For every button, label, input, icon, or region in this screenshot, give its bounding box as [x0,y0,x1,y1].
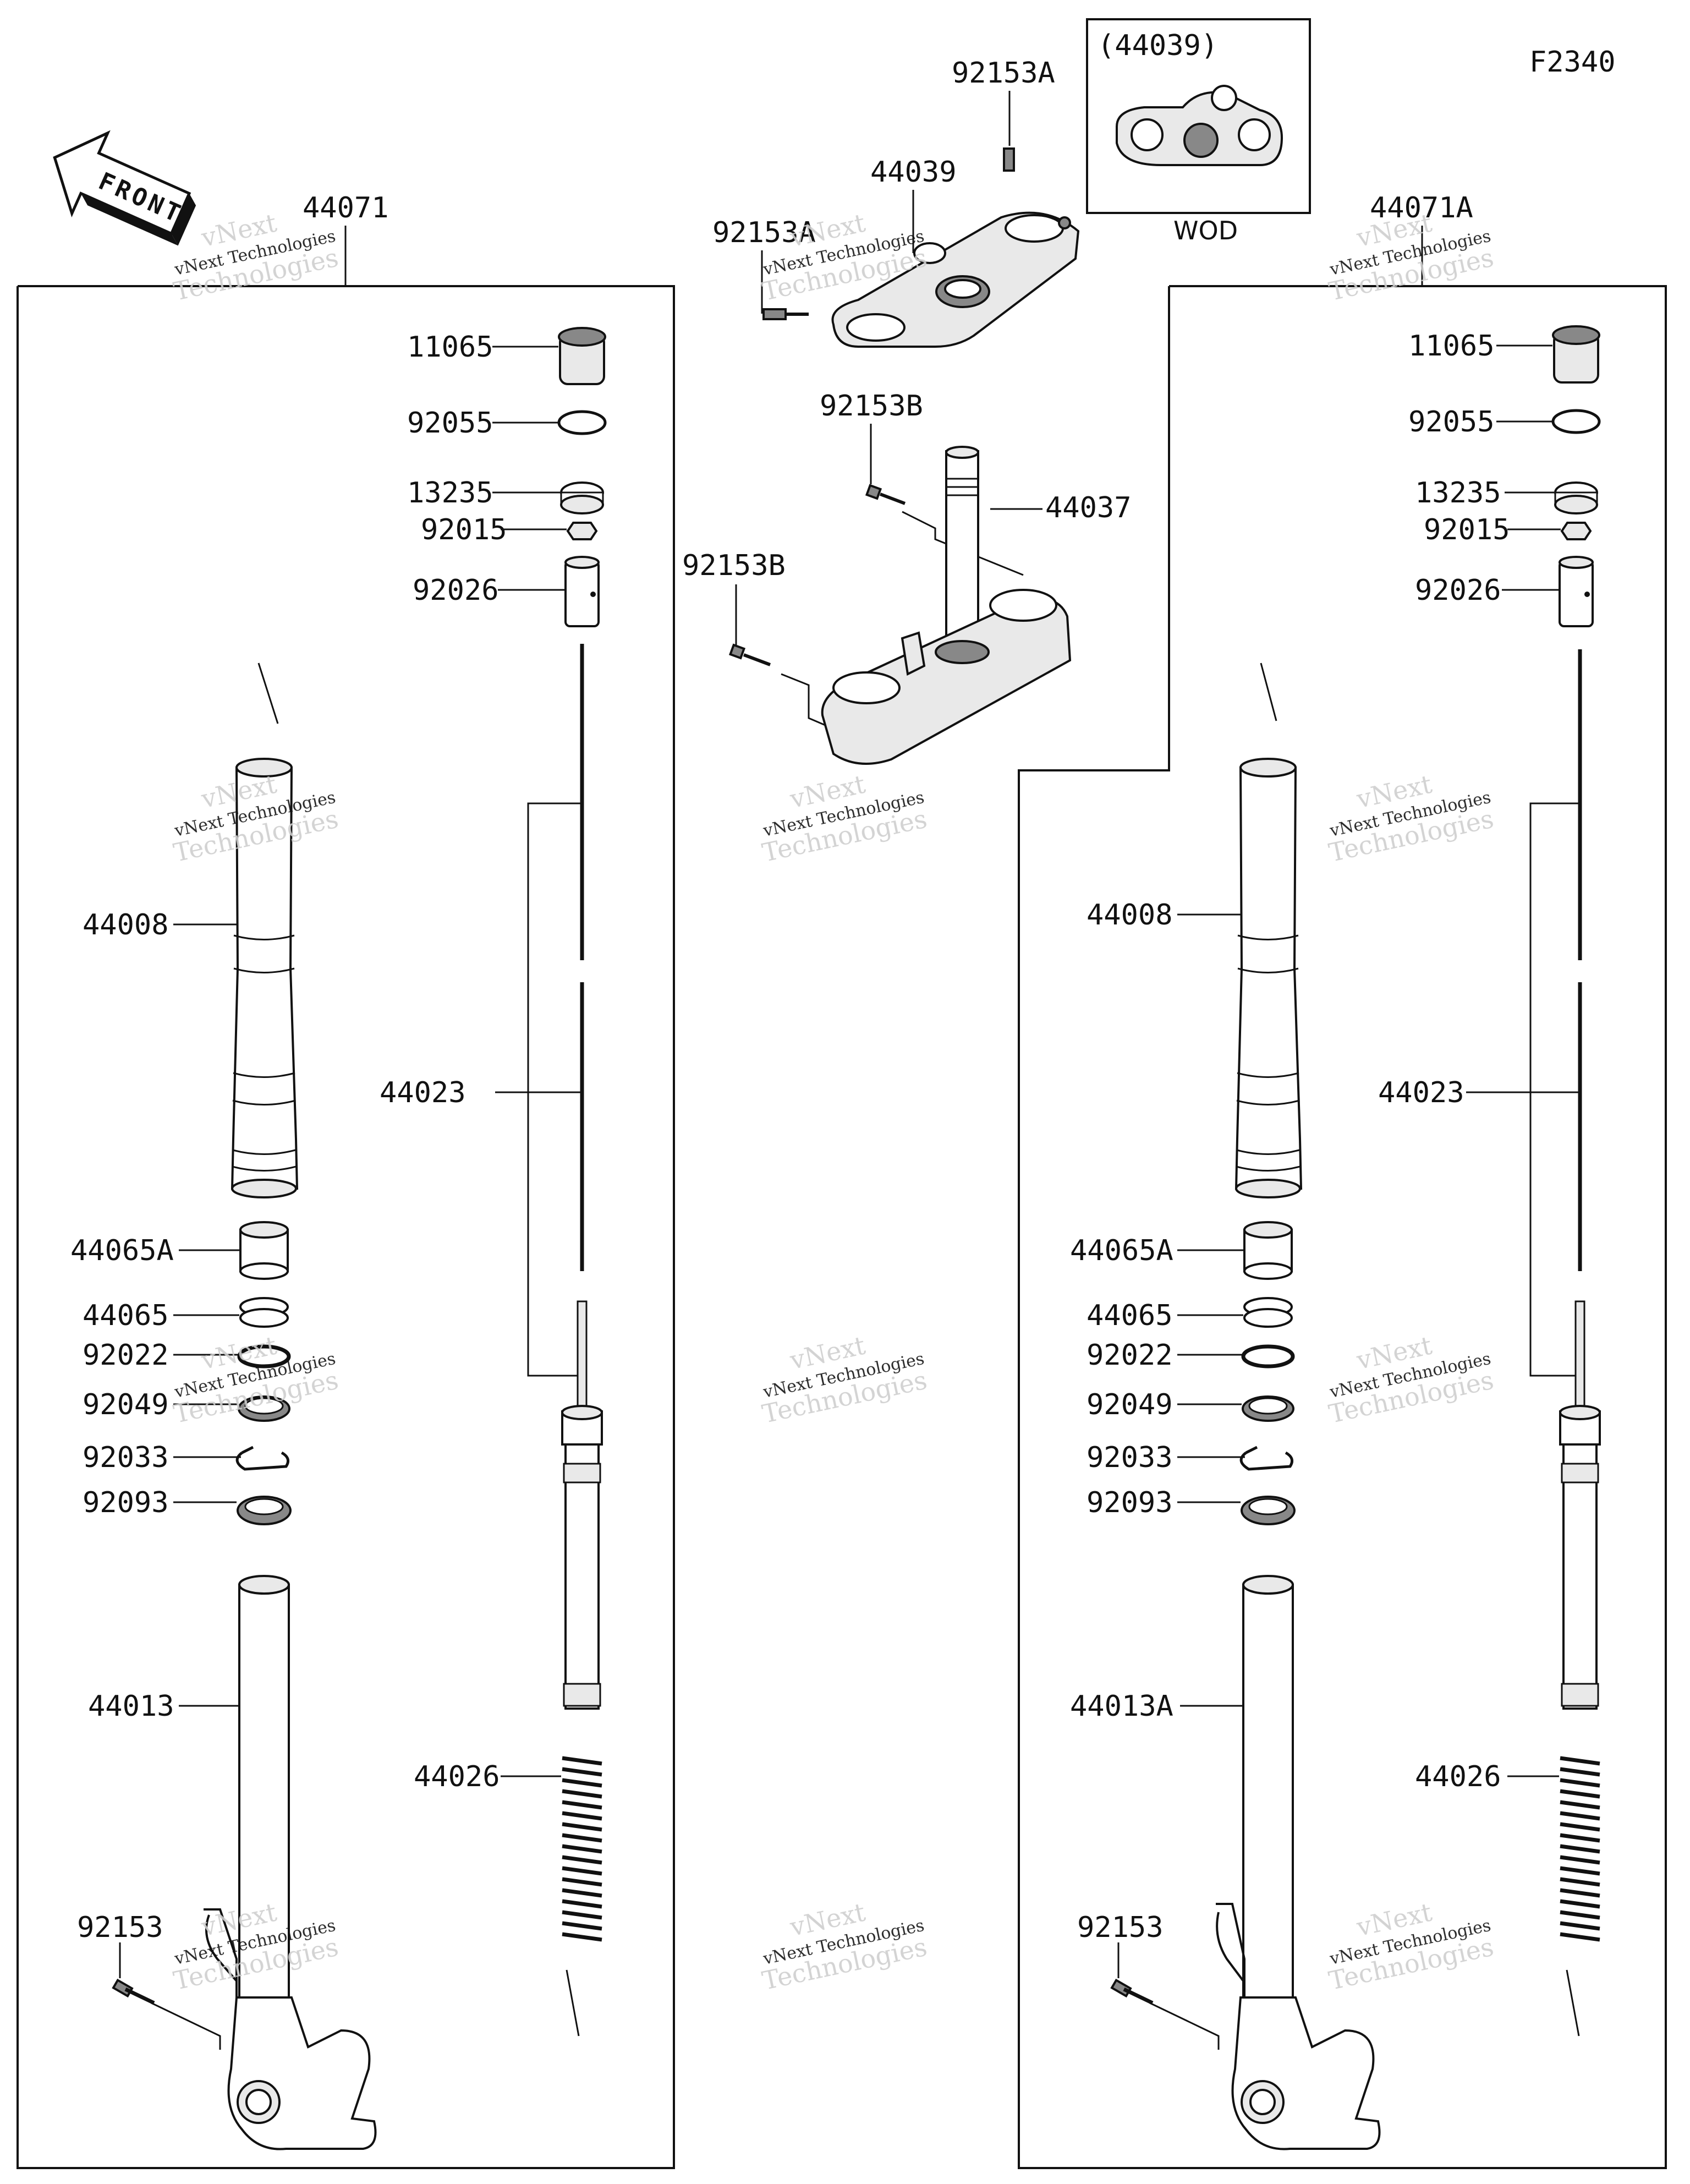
part-92033-right: 92033 [1087,1441,1173,1474]
lower-triple-clamp-group: 92153B 44037 92153B [682,390,1132,765]
assembly-number-right: 44071A [1370,191,1473,225]
part-92153B-top: 92153B [820,390,923,423]
inset-title: (44039) [1098,29,1218,62]
washer-92022 [237,1344,291,1369]
bushing-44065-right [1243,1297,1293,1328]
part-44023-right: 44023 [1378,1076,1464,1109]
inset-bracket-icon [1116,85,1283,166]
watermark: vNext vNext Technologies Technologies [171,769,341,868]
upper-triple-clamp-group: 92153A 44039 92153A [712,57,1080,348]
collar-13235 [560,481,604,514]
steering-stem-44037 [821,446,1072,765]
pinch-bolt-92153-right [1110,1978,1220,2050]
o-ring-92055 [557,410,607,435]
right-fork-assembly: 44071A 11065 92055 13235 92015 92026 [1018,191,1667,2169]
oil-seal-92049-right [1242,1395,1294,1422]
nut-92015 [566,522,598,540]
part-92022-left: 92022 [83,1339,169,1372]
nut-92015-right [1560,522,1592,540]
fork-cap-bolt-right [1552,325,1600,384]
left-fork-assembly: 44071 11065 92055 13235 92015 [17,191,675,2169]
watermark: vNext vNext Technologies Technologies [171,1897,341,1996]
outer-tube-44008 [231,758,299,1198]
inner-tube-44013 [204,1575,377,2150]
part-92153B-side: 92153B [682,549,786,582]
spacer-92026-right [1559,556,1594,627]
spacer-92026 [564,556,600,627]
part-44026-left: 44026 [414,1760,500,1793]
bushing-44065A-right [1243,1221,1293,1280]
bushing-44065 [239,1297,289,1328]
part-92026-left: 92026 [413,574,499,607]
part-44008-left: 44008 [83,908,169,942]
part-44065-left: 44065 [83,1299,169,1332]
dust-seal-92093-right [1241,1496,1296,1525]
inner-tube-44013A [1216,1575,1381,2150]
part-92153-right: 92153 [1077,1911,1164,1944]
part-92153A-top: 92153A [952,57,1055,90]
bushing-44065A [239,1221,289,1280]
part-92022-right: 92022 [1087,1339,1173,1372]
part-92093-right: 92093 [1087,1486,1173,1519]
part-92049-left: 92049 [83,1388,169,1421]
part-11065-right: 11065 [1408,330,1495,363]
part-44065A-right: 44065A [1070,1234,1173,1267]
circlip-92033-right [1239,1446,1294,1471]
part-13235-right: 13235 [1415,477,1501,510]
o-ring-92055-right [1551,409,1601,434]
watermark: vNext vNext Technologies Technologies [760,769,930,868]
bolt-92153A-top [1003,147,1015,172]
part-92055-left: 92055 [407,407,493,440]
inset-caption: WOD [1173,216,1238,245]
figure-code: F2340 [1529,46,1616,79]
watermark: vNext vNext Technologies Technologies [171,1331,341,1429]
part-44037: 44037 [1045,491,1132,524]
part-92015-right: 92015 [1424,513,1510,546]
bolt-92153B-side [728,643,828,727]
part-11065-left: 11065 [407,331,493,364]
part-92153-left: 92153 [77,1911,163,1944]
part-44023-left: 44023 [380,1076,466,1109]
fork-cap-bolt [558,327,606,385]
assembly-number-left: 44071 [303,191,389,225]
part-92093-left: 92093 [83,1486,169,1519]
part-92153A-side: 92153A [712,216,816,249]
damper-cartridge-44023 [561,1300,603,1710]
part-44008-right: 44008 [1087,899,1173,932]
part-44013A-right: 44013A [1070,1690,1173,1723]
watermark: vNext vNext Technologies Technologies [1326,1331,1496,1429]
dust-seal-92093 [237,1496,292,1525]
outer-tube-44008-right [1234,758,1303,1198]
fork-spring-44026-right [1560,1756,1600,1942]
part-92055-right: 92055 [1408,406,1495,439]
part-13235-left: 13235 [407,477,493,510]
watermark: vNext vNext Technologies Technologies [1326,769,1496,868]
bolt-92153B-top [865,484,1024,576]
fork-spring-44026 [562,1753,602,1948]
part-92015-left: 92015 [421,513,507,546]
collar-13235-right [1554,481,1598,514]
watermark: vNext vNext Technologies Technologies [760,1331,930,1429]
part-44039: 44039 [870,156,957,189]
bolt-92153A-side [762,308,809,320]
part-92026-right: 92026 [1415,574,1501,607]
part-44026-right: 44026 [1415,1760,1501,1793]
part-44065A-left: 44065A [70,1234,174,1267]
front-arrow-icon: FRONT [53,130,196,246]
watermark: vNext vNext Technologies Technologies [760,1897,930,1996]
watermark: vNext vNext Technologies Technologies [1326,1897,1496,1996]
part-92033-left: 92033 [83,1441,169,1474]
damper-cartridge-44023-right [1559,1300,1601,1710]
washer-92022-right [1241,1344,1295,1369]
circlip-92033 [235,1446,290,1471]
pinch-bolt-92153 [112,1978,221,2050]
upper-triple-clamp-44039 [831,211,1080,348]
inset-44039: (44039) WOD [1086,18,1311,245]
oil-seal-92049 [238,1395,290,1422]
part-44065-right: 44065 [1087,1299,1173,1332]
part-44013-left: 44013 [88,1690,174,1723]
part-92049-right: 92049 [1087,1388,1173,1421]
